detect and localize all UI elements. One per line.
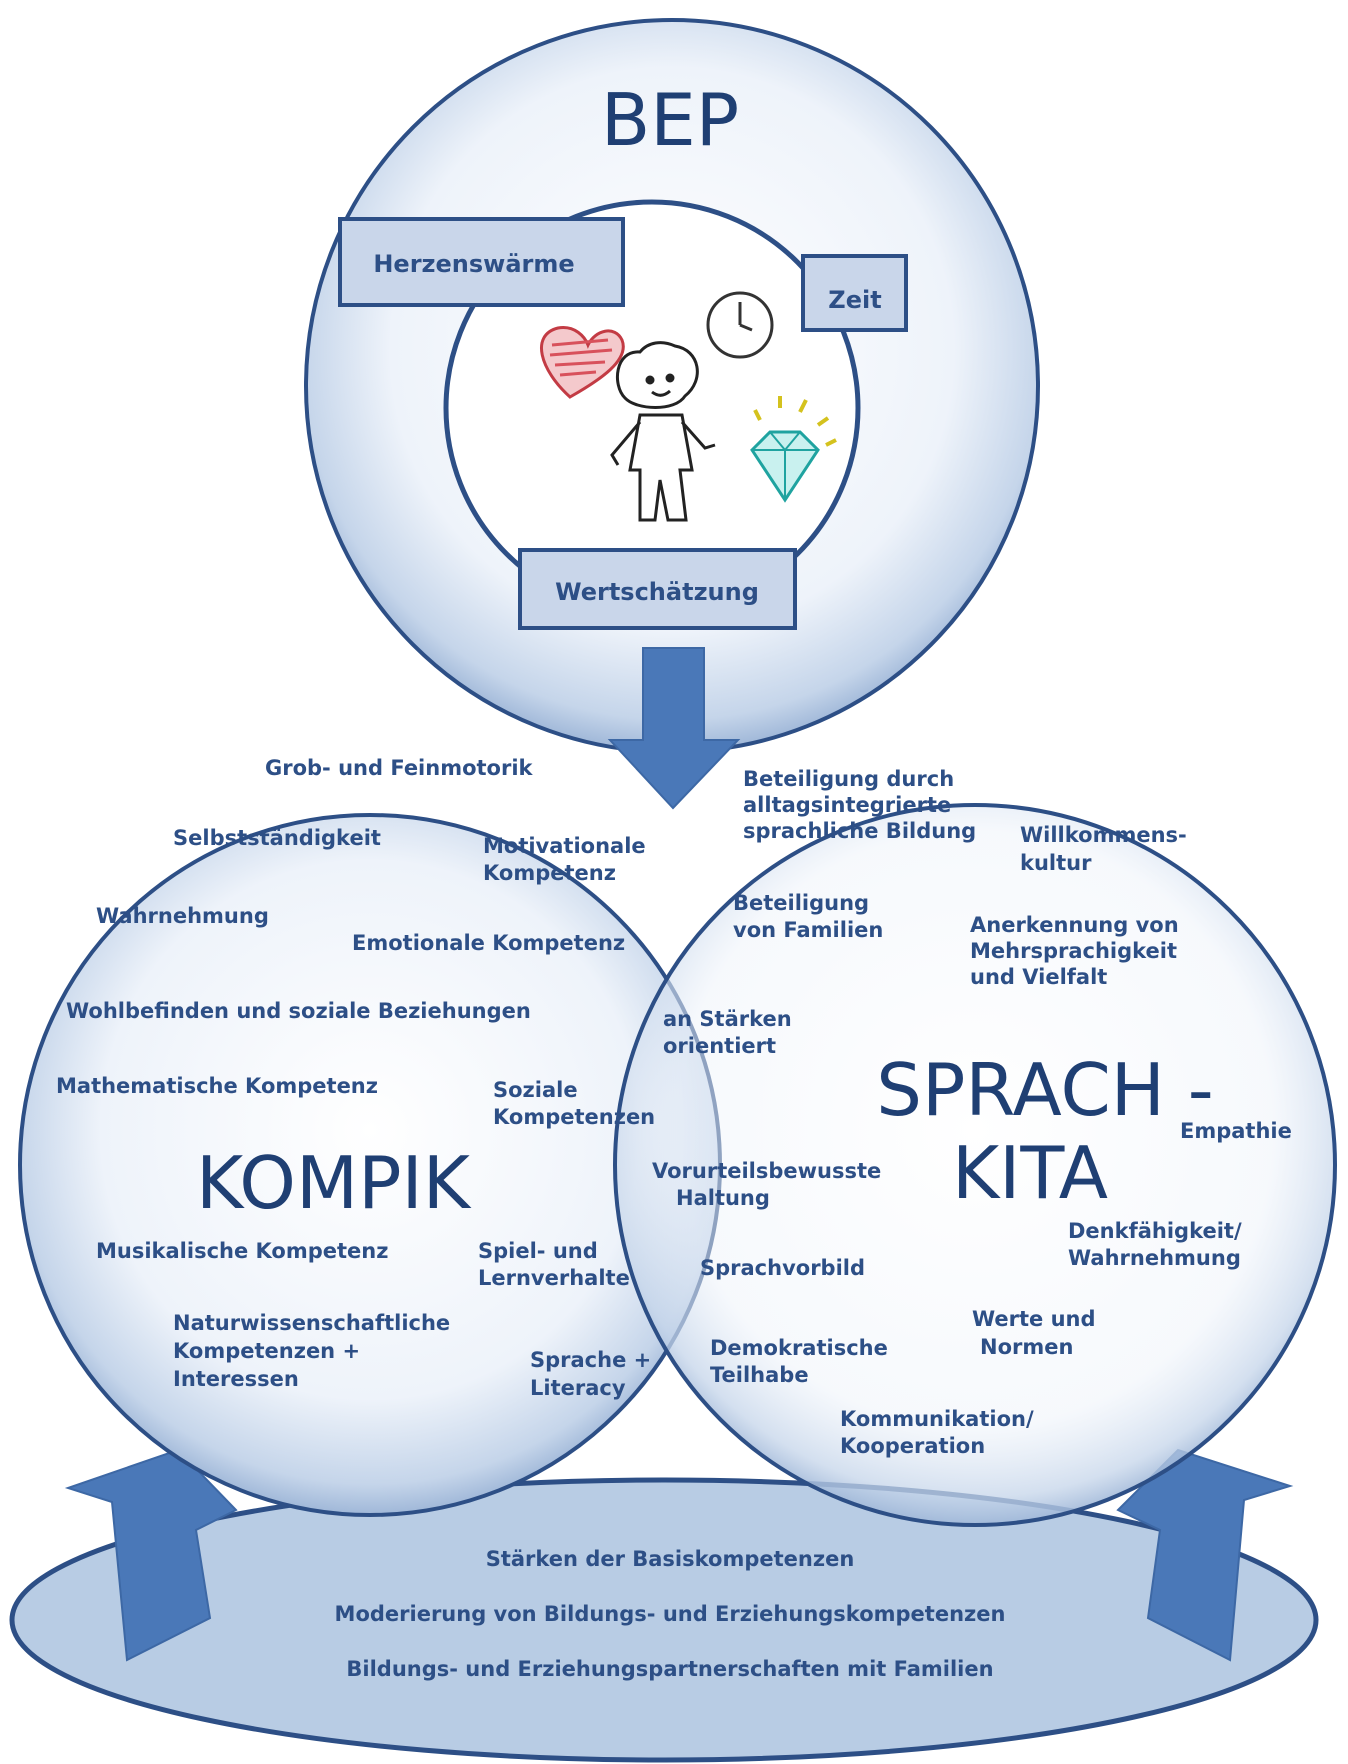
overlap-item: Haltung: [676, 1186, 770, 1210]
kompik-item: Mathematische Kompetenz: [56, 1074, 378, 1098]
overlap-item: orientiert: [663, 1034, 776, 1058]
overlap-item: Beteiligung: [733, 891, 869, 915]
overlap-item: Demokratische: [710, 1336, 888, 1360]
base-item: Stärken der Basiskompetenzen: [486, 1547, 855, 1571]
sprachkita-title-1: SPRACH -: [876, 1048, 1214, 1132]
box-herzenswaerme-label: Herzenswärme: [373, 250, 574, 278]
kompik-item: Wohlbefinden und soziale Beziehungen: [66, 999, 531, 1023]
base-ellipse: [9, 1477, 1319, 1763]
kompik-item: Interessen: [173, 1367, 299, 1391]
kompik-item: Emotionale Kompetenz: [352, 931, 625, 955]
sprachkita-item: Kommunikation/: [840, 1407, 1034, 1431]
overlap-item: Teilhabe: [710, 1363, 809, 1387]
sprachkita-item: alltagsintegrierte: [743, 793, 951, 817]
clock-icon: [706, 291, 774, 359]
child-icon: [610, 341, 716, 522]
kompik-item: Lernverhalte: [478, 1266, 630, 1290]
kompik-item: Kompetenzen +: [173, 1339, 360, 1363]
sprachkita-item: und Vielfalt: [970, 965, 1107, 989]
kompik-item: Wahrnehmung: [96, 904, 269, 928]
base-item: Bildungs- und Erziehungspartnerschaften …: [346, 1657, 993, 1681]
kompik-item: Sprache +: [530, 1348, 651, 1372]
kompik-item: Musikalische Kompetenz: [96, 1239, 388, 1263]
sprachkita-item: Anerkennung von: [970, 913, 1179, 937]
bep-title: BEP: [601, 78, 739, 162]
overlap-item: von Familien: [733, 918, 883, 942]
overlap-item: an Stärken: [663, 1007, 792, 1031]
kompik-item: Kompetenz: [483, 861, 616, 885]
arrow-up-icon: [64, 1448, 238, 1662]
box-zeit: [801, 254, 908, 332]
kompik-title: KOMPIK: [196, 1141, 472, 1225]
box-herzenswaerme: [338, 217, 625, 307]
sprachkita-item: Denkfähigkeit/: [1068, 1219, 1242, 1243]
base-item: Moderierung von Bildungs- und Erziehungs…: [335, 1602, 1006, 1626]
sprachkita-item: sprachliche Bildung: [743, 819, 976, 843]
kompik-item: Literacy: [530, 1376, 626, 1400]
kompik-item: Spiel- und: [478, 1239, 598, 1263]
diamond-icon: [750, 396, 837, 503]
kompik-item: Naturwissenschaftliche: [173, 1311, 450, 1335]
overlap-item: Vorurteilsbewusste: [652, 1159, 881, 1183]
sprachkita-item: Werte und: [972, 1307, 1096, 1331]
kompik-item: Kompetenzen: [493, 1105, 655, 1129]
sprachkita-item: Wahrnehmung: [1068, 1246, 1241, 1270]
sprachkita-item: Mehrsprachigkeit: [970, 939, 1177, 963]
overlap-item: Sprachvorbild: [700, 1256, 865, 1280]
sprachkita-title-2: KITA: [952, 1131, 1108, 1215]
sprachkita-item: Kooperation: [840, 1434, 985, 1458]
sprachkita-item: kultur: [1020, 851, 1092, 875]
box-wertschaetzung-label: Wertschätzung: [555, 578, 759, 606]
arrow-down-icon: [607, 647, 741, 810]
sprachkita-circle: [613, 803, 1337, 1527]
sprachkita-item: Normen: [980, 1335, 1073, 1359]
sprachkita-item: Empathie: [1180, 1119, 1292, 1143]
sprachkita-item: Beteiligung durch: [743, 767, 954, 791]
kompik-item: Grob- und Feinmotorik: [265, 756, 534, 780]
kompik-item: Selbstständigkeit: [173, 826, 381, 850]
kompik-item: Motivationale: [483, 834, 646, 858]
box-wertschaetzung: [518, 548, 797, 630]
sprachkita-item: Willkommens-: [1020, 823, 1187, 847]
kompik-item: Soziale: [493, 1078, 578, 1102]
box-zeit-label: Zeit: [828, 286, 881, 314]
heart-icon: [540, 326, 625, 399]
